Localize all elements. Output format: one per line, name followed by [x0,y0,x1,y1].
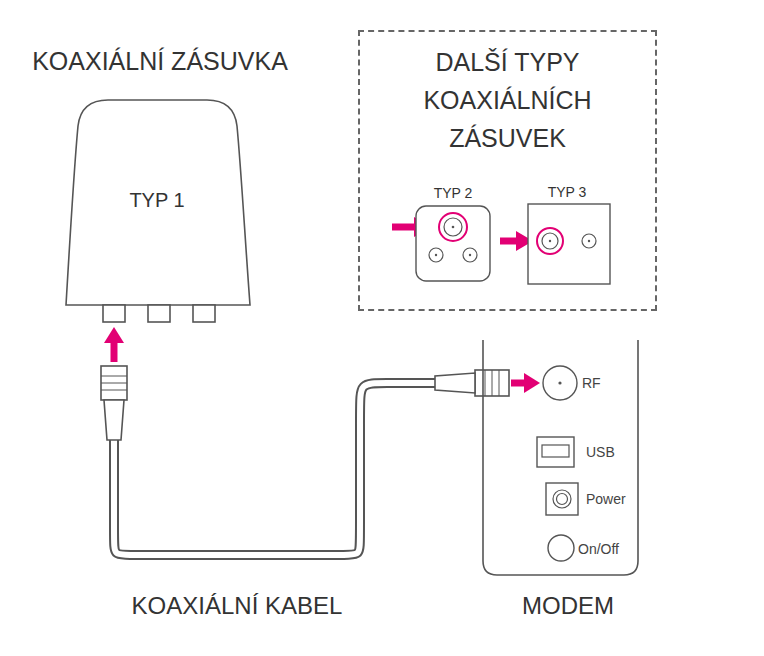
socket-port [193,305,215,322]
cable-label: KOAXIÁLNÍ KABEL [87,591,387,621]
socket-types-panel: DALŠÍ TYPY KOAXIÁLNÍCH ZÁSUVEK TYP 2 TYP 3 [358,30,657,311]
socket-plate [416,206,490,281]
modem-body [483,340,638,575]
arrow-shaft [511,380,525,387]
socket-pin [452,226,455,229]
plug-nut [101,366,127,400]
port-label: RF [582,374,601,392]
plug-body [104,400,124,440]
socket-title: KOAXIÁLNÍ ZÁSUVKA [15,46,305,76]
socket-plate [528,204,610,284]
arrow-head [524,373,540,393]
socket-hole [444,218,462,236]
arrow-shaft [500,238,517,245]
modem-title: MODEM [498,591,638,621]
plug-body [435,373,475,393]
port-label: USB [586,443,615,461]
panel-heading: DALŠÍ TYPY KOAXIÁLNÍCH ZÁSUVEK [378,43,637,157]
plug-ridge [492,370,493,396]
socket-type: TYP 1 [107,188,207,212]
rf-pin [558,381,561,384]
wall-socket-shape [20,38,300,328]
socket-hole [463,248,477,262]
socket-hole [582,234,596,248]
socket-pin [469,254,471,256]
wall-socket: KOAXIÁLNÍ ZÁSUVKATYP 1 [20,38,300,328]
arrow-shaft [111,342,118,362]
usb-port [537,437,574,467]
power-port [553,490,571,508]
rf-port [543,366,577,400]
socket-type: TYP 3 [522,183,612,201]
port-label: Power [586,490,626,508]
plug-ridge [101,390,127,391]
usb-port [542,445,569,457]
power-button [548,535,574,561]
socket-housing [66,100,250,305]
port-label: On/Off [578,540,619,558]
cable-sheath [114,383,435,555]
socket-port [148,305,170,322]
arrow-head [104,327,124,343]
socket-hole [429,248,443,262]
power-port [546,483,578,515]
socket-type: TYP 2 [410,184,496,202]
cable-core [114,383,435,555]
socket-hole [542,233,558,249]
arrow-shaft [392,224,415,231]
socket-pin [549,240,551,242]
socket-port [103,305,125,322]
socket-pin [435,254,437,256]
modem-shape [470,335,660,625]
socket-type-3: TYP 3 [522,180,616,288]
plug-ridge [101,383,127,384]
plug-ridge [101,376,127,377]
socket-hole [537,228,563,254]
power-port [557,494,568,505]
plug-ridge [499,370,500,396]
modem: MODEM [470,335,660,625]
plug-nut [475,370,509,396]
plug-ridge [485,370,486,396]
coaxial-cable [101,327,540,555]
socket-type-2: TYP 2 [410,180,496,286]
socket-pin [588,240,590,242]
socket-hole [439,213,467,241]
